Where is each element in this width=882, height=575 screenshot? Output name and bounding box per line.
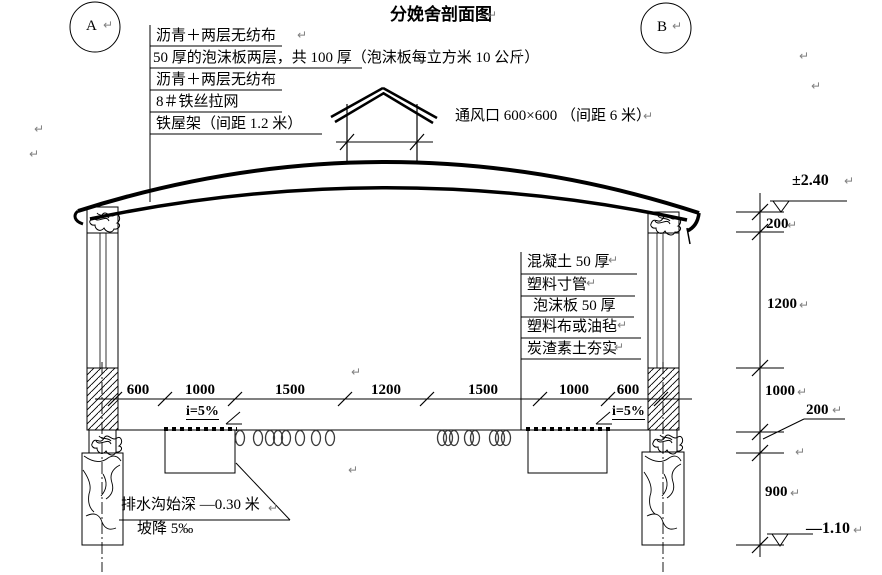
- floor-layer-label-2: 塑料寸管: [527, 277, 588, 293]
- ventilation-cupola: [330, 86, 438, 163]
- h-dim-1000-left: 1000: [185, 382, 215, 398]
- paragraph-mark: ↵: [799, 49, 810, 63]
- level-symbol-top: [772, 200, 790, 213]
- drain-note-line1: 排水沟始深 —0.30 米: [121, 497, 260, 513]
- paragraph-mark: ↵: [811, 79, 822, 93]
- paragraph-mark: ↵: [266, 72, 277, 86]
- paragraph-mark: ↵: [643, 109, 654, 123]
- v-dim-1000: 1000: [765, 383, 795, 399]
- pipe-circles: [234, 429, 512, 447]
- slope-label-left: i=5%: [186, 404, 219, 421]
- vent-label: 通风口 600×600 （间距 6 米）: [455, 108, 651, 124]
- page-title: 分娩舍剖面图: [390, 5, 492, 24]
- paragraph-mark: ↵: [34, 122, 45, 136]
- right-wall-column: [641, 211, 685, 572]
- roof-layer-label-4: 8＃铁丝拉网: [156, 94, 239, 110]
- vertical-dimension-chain: [736, 193, 847, 557]
- v-dim-200-low: 200: [806, 402, 829, 418]
- grid-bubble-a-circle: [69, 1, 121, 53]
- paragraph-mark: ↵: [844, 174, 855, 188]
- roof-layer-label-3: 沥青＋两层无纺布: [156, 72, 277, 88]
- floor-layer-label-5: 炭渣素土夯实: [527, 341, 618, 357]
- v-level-top: ±2.40: [792, 172, 829, 189]
- floor-and-pits: [118, 427, 648, 474]
- paragraph-mark: ↵: [832, 403, 843, 417]
- roof-layer-label-1: 沥青＋两层无纺布: [156, 28, 277, 44]
- v-dim-200-top: 200: [766, 216, 789, 232]
- floor-layer-label-4: 塑料布或油毡: [527, 319, 618, 335]
- h-dim-1000-right: 1000: [559, 382, 589, 398]
- paragraph-mark: ↵: [348, 463, 359, 477]
- floor-layer-label-1: 混凝土 50 厚: [527, 254, 610, 270]
- grid-bubble-b-label: B: [657, 19, 668, 35]
- floor-layer-label-3: 泡沫板 50 厚: [533, 298, 616, 314]
- drain-pit-left: [164, 430, 236, 474]
- slope-label-right: i=5%: [612, 404, 645, 421]
- paragraph-mark: ↵: [853, 523, 864, 537]
- drain-note-leader: [119, 462, 291, 521]
- paragraph-mark: ↵: [29, 147, 40, 161]
- v-dim-900: 900: [765, 484, 788, 500]
- grid-bubble-b-circle: [640, 2, 692, 54]
- paragraph-mark: ↵: [614, 340, 625, 354]
- roof-layer-label-5: 铁屋架（间距 1.2 米）: [156, 116, 303, 132]
- paragraph-mark: ↵: [787, 218, 798, 232]
- grid-bubble-a-label: A: [86, 18, 97, 34]
- floor-layer-leader-lines: [520, 252, 641, 430]
- paragraph-mark: ↵: [790, 486, 801, 500]
- paragraph-mark: ↵: [297, 28, 308, 42]
- left-wall-column: [81, 206, 124, 572]
- h-dim-600-left: 600: [126, 382, 150, 398]
- level-symbol-bottom: [771, 533, 789, 547]
- paragraph-mark: ↵: [797, 385, 808, 399]
- v-level-bottom: —1.10: [806, 520, 850, 537]
- paragraph-mark: ↵: [672, 19, 683, 33]
- paragraph-mark: ↵: [617, 318, 628, 332]
- roof-layer-label-2: 50 厚的泡沫板两层，共 100 厚（泡沫板每立方米 10 公斤）: [153, 50, 540, 66]
- h-dim-1200: 1200: [371, 382, 401, 398]
- paragraph-mark: ↵: [795, 445, 806, 459]
- h-dim-1500-left: 1500: [275, 382, 305, 398]
- paragraph-mark: ↵: [608, 253, 619, 267]
- paragraph-mark: ↵: [103, 18, 114, 32]
- paragraph-mark: ↵: [586, 276, 597, 290]
- drain-pit-right: [527, 430, 608, 474]
- paragraph-mark: ↵: [487, 8, 498, 22]
- roof-arch: [73, 160, 701, 245]
- v-dim-1200: 1200: [767, 296, 797, 312]
- h-dim-600-right: 600: [616, 382, 640, 398]
- roof-layer-leader-lines: [149, 25, 362, 202]
- paragraph-mark: ↵: [351, 365, 362, 379]
- drain-note-line2: 坡降 5‰: [137, 521, 194, 537]
- paragraph-mark: ↵: [268, 501, 279, 515]
- paragraph-mark: ↵: [208, 94, 219, 108]
- h-dim-1500-right: 1500: [468, 382, 498, 398]
- horizontal-dimension-line: [95, 391, 692, 425]
- paragraph-mark: ↵: [513, 49, 524, 63]
- paragraph-mark: ↵: [799, 298, 810, 312]
